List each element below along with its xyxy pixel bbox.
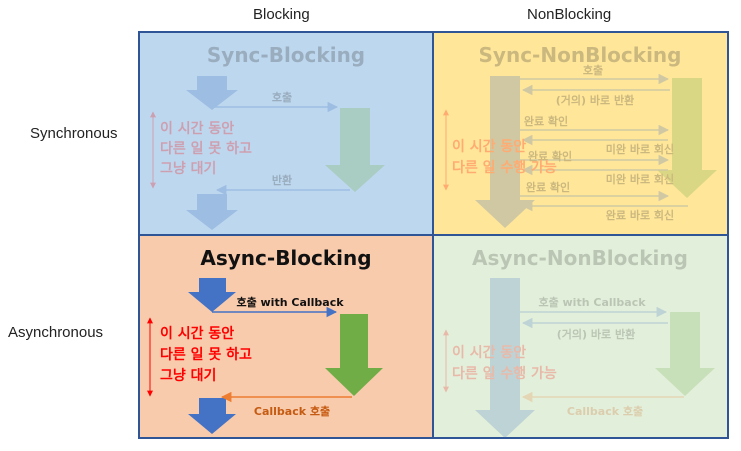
call-label: 호출 with Callback	[236, 295, 344, 309]
callback-label: Callback 호출	[254, 404, 330, 418]
reply-label-2: 미완 바로 회신	[606, 172, 674, 186]
callee-arrow-icon	[325, 314, 383, 396]
caller-arrow-top-icon	[188, 278, 236, 312]
async-nonblocking-title: Async-NonBlocking	[472, 246, 688, 270]
callee-arrow-icon	[325, 108, 385, 192]
work-note-line-1: 이 시간 동안	[452, 138, 526, 155]
sync-nonblocking-group: Sync-NonBlocking 호출 (거의) 바로 반환 완료 확인 미완 …	[443, 43, 717, 228]
async-blocking-title: Async-Blocking	[200, 246, 371, 270]
quadrant-sync-nonblocking	[433, 32, 728, 235]
wait-note-line-2: 다른 일 못 하고	[160, 140, 252, 157]
work-note-line-2: 다른 일 수행 가능	[452, 366, 557, 382]
callee-arrow-icon	[657, 78, 717, 198]
sync-blocking-title: Sync-Blocking	[207, 43, 365, 67]
wait-note-line-3: 그냥 대기	[160, 160, 216, 177]
column-header-blocking: Blocking	[253, 6, 310, 23]
quadrant-sync-blocking	[139, 32, 433, 235]
quadrant-async-nonblocking	[433, 235, 728, 438]
check-label-3: 완료 확인	[526, 180, 570, 194]
immediate-return-label: (거의) 바로 반환	[557, 327, 635, 341]
caller-arrow-top-icon	[186, 76, 238, 110]
work-note-line-1: 이 시간 동안	[452, 344, 526, 361]
check-label-2: 완료 확인	[528, 149, 572, 163]
async-nonblocking-group: Async-NonBlocking 호출 with Callback (거의) …	[443, 246, 715, 438]
immediate-return-label: (거의) 바로 반환	[556, 93, 634, 107]
async-blocking-group: Async-Blocking 호출 with Callback Callback…	[147, 246, 383, 434]
wait-note-line-3: 그냥 대기	[160, 367, 216, 384]
call-label: 호출	[583, 63, 603, 77]
call-label: 호출 with Callback	[538, 295, 646, 309]
caller-long-arrow-icon	[475, 278, 535, 438]
column-header-nonblocking: NonBlocking	[527, 6, 612, 23]
call-label: 호출	[272, 90, 292, 104]
wait-note-line-1: 이 시간 동안	[160, 120, 234, 137]
row-label-synchronous: Synchronous	[30, 125, 118, 142]
sync-nonblocking-title: Sync-NonBlocking	[479, 43, 682, 67]
caller-arrow-bottom-icon	[188, 398, 236, 434]
row-label-asynchronous: Asynchronous	[8, 324, 104, 341]
callee-arrow-icon	[655, 312, 715, 396]
work-note-line-2: 다른 일 수행 가능	[452, 160, 557, 176]
callback-label: Callback 호출	[567, 404, 643, 418]
caller-long-arrow-icon	[475, 76, 535, 228]
wait-note-line-1: 이 시간 동안	[160, 325, 234, 342]
quadrant-async-blocking	[139, 235, 433, 438]
caller-arrow-bottom-icon	[186, 194, 238, 230]
check-label-1: 완료 확인	[524, 114, 568, 128]
sync-blocking-group: Sync-Blocking 호출 반환 이 시간 동안 다른 일 못 하고 그냥…	[150, 43, 385, 230]
return-label: 반환	[272, 173, 292, 187]
reply-label-3: 완료 바로 회신	[606, 208, 674, 222]
wait-note-line-2: 다른 일 못 하고	[160, 346, 252, 363]
reply-label-1: 미완 바로 회신	[606, 142, 674, 156]
